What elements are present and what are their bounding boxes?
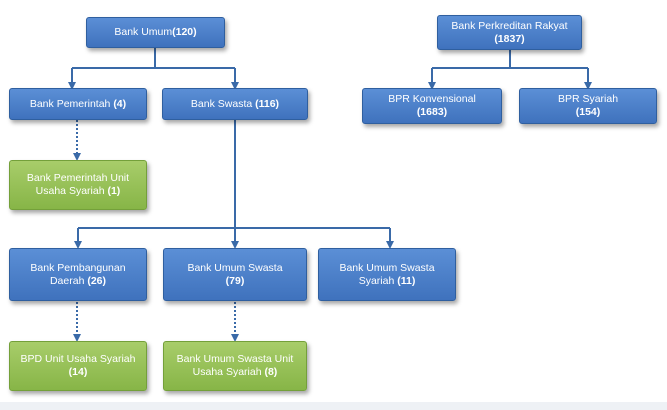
node-label-line1: Bank Pembangunan [30,261,126,274]
node-bank-pemerintah: Bank Pemerintah (4) [9,88,147,120]
node-bank-pemerintah-uus: Bank Pemerintah Unit Usaha Syariah (1) [9,160,147,210]
node-label-line1: BPD Unit Usaha Syariah [20,353,136,365]
node-count: (4) [113,97,127,110]
node-count: (8) [264,366,278,378]
node-count: (11) [397,274,416,287]
node-bpd-uus: BPD Unit Usaha Syariah (14) [9,341,147,391]
node-label-line1: Bank Perkreditan Rakyat [451,19,568,32]
node-count: (14) [68,366,88,378]
node-count: (1837) [494,32,525,45]
node-bpd: Bank Pembangunan Daerah (26) [9,248,147,301]
node-count: (79) [225,274,245,287]
bottom-strip [0,402,667,410]
node-bus-uus: Bank Umum Swasta Unit Usaha Syariah (8) [163,341,307,391]
node-label-line2: Usaha Syariah [192,366,265,378]
node-bank-umum-swasta-syariah: Bank Umum Swasta Syariah (11) [318,248,456,301]
node-count: (1683) [416,106,448,118]
node-bpr: Bank Perkreditan Rakyat (1837) [437,15,582,50]
node-label: Bank Pemerintah [29,97,114,110]
node-bpr-konvensional: BPR Konvensional (1683) [362,88,502,124]
node-bank-swasta: Bank Swasta (116) [162,88,308,120]
node-label-line1: BPR Konvensional [388,93,476,105]
node-bpr-syariah: BPR Syariah (154) [519,88,657,124]
node-count: (116) [255,97,280,110]
node-label-line1: Bank Umum Swasta [187,261,283,274]
node-label-line2: Daerah [49,274,88,287]
node-count: (1) [107,185,121,197]
node-count: (26) [87,274,107,287]
node-label-line1: Bank Umum Swasta Unit [176,353,294,365]
node-label-line1: Bank Umum Swasta [339,261,435,274]
node-label-line1: BPR Syariah [557,93,619,105]
node-bank-umum-swasta: Bank Umum Swasta (79) [163,248,307,301]
node-label-line2: Syariah [358,274,398,287]
node-count: (120) [172,26,197,38]
node-count: (154) [575,106,601,118]
node-label: Bank Swasta [190,97,256,110]
node-label-line1: Bank Pemerintah Unit [26,172,130,184]
node-label-line2: Usaha Syariah [35,185,108,197]
node-bank-umum: Bank Umum(120) [86,17,225,48]
node-label: Bank Umum [114,26,173,38]
